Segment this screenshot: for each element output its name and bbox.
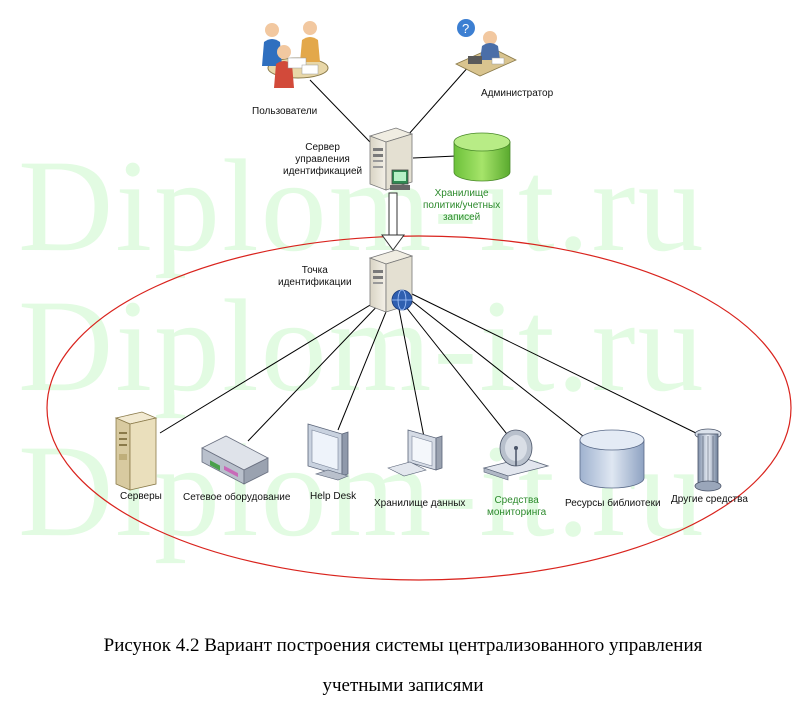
link-users-server [309, 79, 371, 143]
link-point-library [407, 297, 589, 441]
resource-label-datastore: Хранилище данных [374, 498, 466, 509]
network-hub-icon [201, 435, 269, 485]
administrator-label: Администратор [481, 88, 554, 99]
down-arrow-icon [381, 192, 405, 251]
link-point-other [411, 293, 701, 436]
identification-scope-ellipse [46, 235, 792, 581]
link-point-servers [159, 295, 386, 434]
workstation-icon [387, 429, 443, 477]
resource-label-other: Другие средства [671, 494, 748, 505]
server-tower-icon [114, 411, 158, 491]
link-point-monitoring [401, 301, 511, 439]
link-server-storage [412, 155, 457, 159]
resource-label-helpdesk: Help Desk [310, 491, 357, 502]
satellite-dish-icon [482, 429, 550, 481]
link-point-datastore [397, 303, 425, 438]
watermark-text: Diplom-it.ru [18, 272, 706, 419]
users-label: Пользователи [252, 106, 318, 117]
users-meeting-icon [262, 21, 329, 88]
database-icon [453, 132, 511, 182]
link-point-network [247, 297, 386, 442]
administrator-icon: ? [455, 19, 517, 77]
figure-caption-line-2: учетными записями [322, 675, 484, 696]
policy-storage-label: Хранилище политик/учетных записей [423, 188, 501, 223]
resource-label-monitoring: Средства мониторинга [487, 495, 547, 518]
column-icon [694, 428, 722, 492]
monitor-icon [307, 423, 349, 481]
server-with-globe-icon [368, 249, 414, 313]
terminal-icon [390, 169, 410, 190]
resource-label-library: Ресурсы библиотеки [565, 498, 661, 509]
watermark-text: Diplom-it.ru [18, 132, 706, 279]
identification-point-label: Точка идентификации [278, 265, 352, 288]
figure-caption-line-1: Рисунок 4.2 Вариант построения системы ц… [103, 635, 703, 656]
link-admin-server [407, 64, 471, 136]
link-point-helpdesk [337, 301, 391, 431]
identity-server-label: Сервер управления идентификацией [283, 142, 363, 177]
connection-lines [159, 64, 701, 442]
resource-label-servers: Серверы [120, 491, 162, 502]
resource-label-network: Сетевое оборудование [183, 492, 291, 503]
library-database-icon [579, 429, 645, 489]
svg-text:?: ? [462, 21, 469, 36]
